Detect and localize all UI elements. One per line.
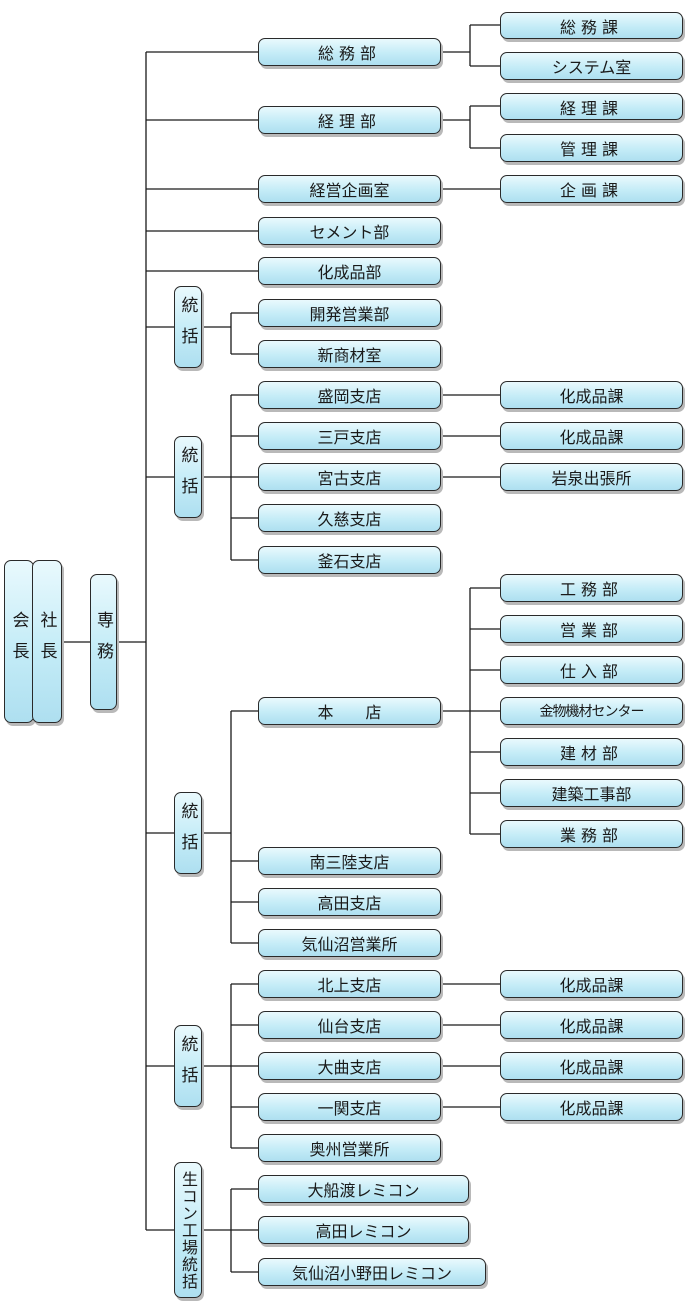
group-4-label[interactable]: 統括 (174, 1025, 202, 1107)
branch-kuji[interactable]: 久慈支店 (258, 504, 441, 532)
section-omagari-chemical[interactable]: 化成品課 (500, 1052, 683, 1080)
president-box[interactable]: 社長 (32, 560, 62, 723)
branch-sendai[interactable]: 仙台支店 (258, 1011, 441, 1039)
office-iwaizumi[interactable]: 岩泉出張所 (500, 463, 683, 491)
section-system-office[interactable]: システム室 (500, 52, 683, 80)
plant-kesennuma-onoda[interactable]: 気仙沼小野田レミコン (258, 1258, 486, 1286)
dept-accounting[interactable]: 経理部 (258, 106, 441, 134)
plant-takata[interactable]: 高田レミコン (258, 1216, 469, 1244)
office-kesennuma[interactable]: 気仙沼営業所 (258, 929, 441, 957)
section-morioka-chemical[interactable]: 化成品課 (500, 381, 683, 409)
branch-miyako[interactable]: 宮古支店 (258, 463, 441, 491)
branch-omagari[interactable]: 大曲支店 (258, 1052, 441, 1080)
dept-sales[interactable]: 営業部 (500, 615, 683, 643)
section-sannohe-chemical[interactable]: 化成品課 (500, 422, 683, 450)
section-planning[interactable]: 企画課 (500, 175, 683, 203)
plant-ofunato[interactable]: 大船渡レミコン (258, 1175, 469, 1203)
dept-building-construction[interactable]: 建築工事部 (500, 779, 683, 807)
branch-sannohe[interactable]: 三戸支店 (258, 422, 441, 450)
dept-corporate-planning[interactable]: 経営企画室 (258, 175, 441, 203)
dept-purchasing[interactable]: 仕入部 (500, 656, 683, 684)
office-oshu[interactable]: 奥州営業所 (258, 1134, 441, 1162)
group-5-label[interactable]: 生コン工場統括 (174, 1162, 202, 1298)
branch-minamisanriku[interactable]: 南三陸支店 (258, 847, 441, 875)
branch-kitakami[interactable]: 北上支店 (258, 970, 441, 998)
section-general-affairs[interactable]: 総務課 (500, 12, 683, 39)
branch-kamaishi[interactable]: 釜石支店 (258, 546, 441, 574)
group-2-label[interactable]: 統括 (174, 436, 202, 518)
section-kitakami-chemical[interactable]: 化成品課 (500, 970, 683, 998)
section-sendai-chemical[interactable]: 化成品課 (500, 1011, 683, 1039)
unit-new-materials[interactable]: 新商材室 (258, 340, 441, 368)
dept-cement[interactable]: セメント部 (258, 217, 441, 245)
section-management[interactable]: 管理課 (500, 134, 683, 162)
dept-operations[interactable]: 業務部 (500, 820, 683, 848)
dept-general-affairs[interactable]: 総務部 (258, 38, 441, 66)
section-accounting[interactable]: 経理課 (500, 93, 683, 120)
branch-morioka[interactable]: 盛岡支店 (258, 381, 441, 409)
branch-takata[interactable]: 高田支店 (258, 888, 441, 916)
dept-hardware-center[interactable]: 金物機材センター (500, 697, 683, 725)
group-3-label[interactable]: 統括 (174, 792, 202, 874)
unit-head-office[interactable]: 本 店 (258, 697, 441, 725)
dept-chemical-products[interactable]: 化成品部 (258, 257, 441, 285)
section-ichinoseki-chemical[interactable]: 化成品課 (500, 1093, 683, 1121)
dept-building-materials[interactable]: 建材部 (500, 738, 683, 766)
senior-director-box[interactable]: 専務 (90, 574, 117, 710)
dept-construction-works[interactable]: 工務部 (500, 574, 683, 602)
chairman-box[interactable]: 会長 (4, 560, 34, 723)
unit-development-sales[interactable]: 開発営業部 (258, 299, 441, 327)
branch-ichinoseki[interactable]: 一関支店 (258, 1093, 441, 1121)
group-1-label[interactable]: 統括 (174, 286, 202, 368)
